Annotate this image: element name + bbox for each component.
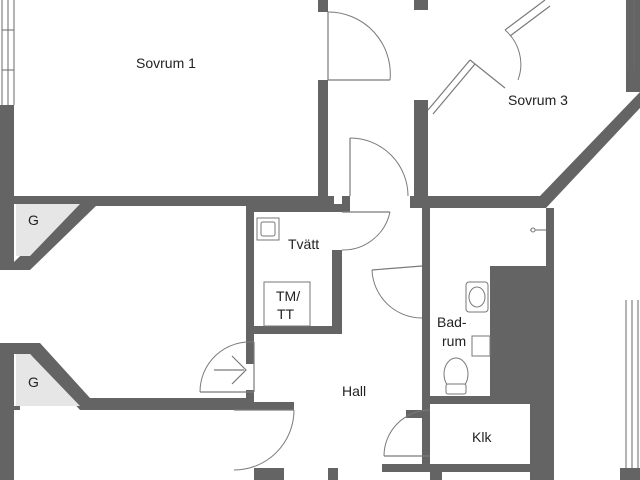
label-hall: Hall (342, 383, 366, 399)
wall-tvatt-bottom (254, 326, 342, 334)
label-g-upper: G (28, 212, 39, 228)
wall-klk-bottom (382, 464, 530, 472)
window-left-top (1, 0, 15, 105)
door-sovrum3-lower (427, 59, 506, 115)
window-right-lower (625, 300, 639, 468)
wall-bad-right (490, 208, 554, 480)
label-klk: Klk (472, 429, 492, 445)
wall-bad-left (422, 208, 430, 472)
wall-g-upper-top (90, 196, 250, 206)
wall-hall-bottom-left (246, 402, 294, 410)
window-right-top (627, 0, 635, 70)
label-badrum-line2: rum (442, 333, 466, 349)
g-lower-floor (16, 354, 80, 406)
wall-g-lower-bottom (14, 406, 20, 410)
wall-sovrum1-right (318, 80, 328, 196)
label-tmtt-line1: TM/ (276, 288, 300, 304)
label-badrum-line1: Bad- (437, 314, 467, 330)
shower-icon (530, 227, 546, 233)
door-tvatt (341, 211, 391, 251)
bathroom-sink-icon (465, 281, 489, 313)
wall-bottom-stub-4 (620, 468, 640, 480)
wall-hall-left-lower (246, 390, 254, 402)
entrance-arrow-icon (214, 355, 247, 385)
wall-hall-left-upper (246, 334, 254, 364)
label-sovrum3: Sovrum 3 (508, 92, 568, 108)
label-tvatt: Tvätt (288, 236, 319, 252)
door-hall-bottom-left (233, 409, 295, 471)
door-sovrum1 (327, 11, 391, 81)
outer-wall-left-lower (0, 343, 14, 480)
wall-tvatt-right (332, 250, 342, 334)
wall-bottom-stub-3 (430, 468, 442, 480)
wall-bottom-stub-1 (254, 468, 284, 480)
wall-sovrum3-left (414, 100, 428, 208)
laundry-sink-icon (256, 217, 280, 241)
wall-bottom-stub-2 (328, 468, 338, 480)
outer-wall-right-top (626, 0, 640, 92)
bathroom-cabinet (471, 335, 491, 357)
door-entrance (199, 341, 255, 393)
label-sovrum1: Sovrum 1 (136, 55, 196, 71)
wall-hall-top-stub (342, 196, 350, 212)
wall-sovrum1-right-top (318, 0, 328, 12)
wall-g-lower-diagonal (14, 343, 250, 410)
outer-wall-left-upper (0, 105, 14, 270)
wall-tvatt-top (254, 204, 342, 212)
wall-hall-bottom-right (406, 410, 422, 418)
door-badrum (371, 265, 423, 319)
wall-klk-top (430, 396, 530, 404)
toilet-icon (443, 357, 469, 395)
wall-sovrum3-diagonal (540, 92, 640, 208)
wall-tvatt-left (246, 204, 254, 334)
wall-sovrum3-left-top (414, 0, 428, 10)
door-klk (383, 409, 431, 457)
wall-sovrum3-bottom (428, 196, 546, 208)
door-hall-top (349, 137, 409, 197)
door-sovrum3-upper (504, 0, 551, 81)
g-upper-floor (16, 204, 80, 256)
washer-dryer-box (263, 281, 311, 327)
wall-g-upper-diagonal (14, 196, 98, 270)
label-tmtt-line2: TT (277, 306, 295, 322)
label-g-lower: G (28, 374, 39, 390)
